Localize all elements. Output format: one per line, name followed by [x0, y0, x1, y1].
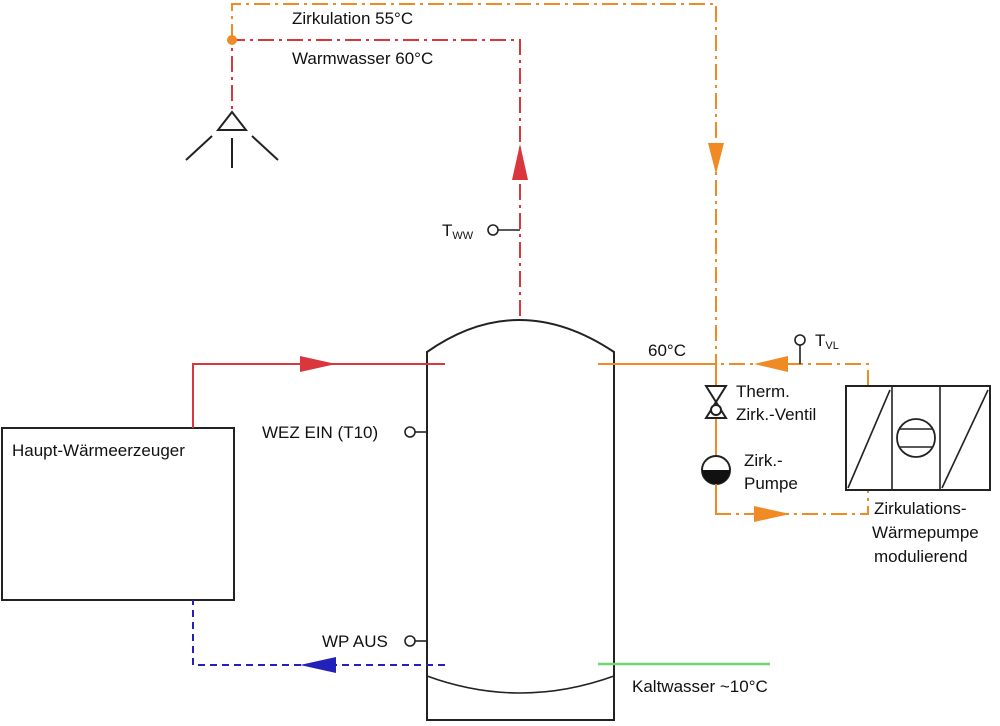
temp-60-label: 60°C: [648, 341, 686, 360]
heat-pump-label-2: Wärmepumpe: [872, 523, 979, 542]
heat-pump-label-3: modulierend: [874, 547, 968, 566]
pump-label-2: Pumpe: [744, 474, 798, 493]
heat-pump-feed-line: [715, 484, 869, 515]
heat-pump-arrow-right: [754, 506, 790, 522]
circulation-label: Zirkulation 55°C: [292, 9, 413, 28]
t-vl-label: TVL: [815, 331, 839, 352]
cold-water-label: Kaltwasser ~10°C: [632, 677, 768, 696]
temperature-sensor-vl: TVL: [794, 331, 839, 364]
circulation-arrow-down: [708, 143, 724, 174]
heat-pump-arrow-left: [754, 356, 788, 372]
hot-water-line: [231, 39, 521, 316]
t-ww-label: TWW: [442, 221, 474, 242]
valve-label-1: Therm.: [736, 382, 790, 401]
tee-junction: [227, 35, 237, 45]
circulation-heat-pump: [845, 385, 991, 491]
heat-generator-label: Haupt-Wärmeerzeuger: [12, 441, 185, 460]
heat-generator-box: [1, 427, 235, 601]
hot-water-label: Warmwasser 60°C: [292, 49, 433, 68]
shower-icon: [185, 110, 279, 168]
generator-flow-line: [192, 363, 445, 428]
sensor-wez-ein: [404, 426, 427, 438]
circulation-line: [231, 3, 717, 364]
wp-aus-label: WP AUS: [322, 632, 388, 651]
storage-tank: [426, 319, 615, 721]
fan-icon: [896, 418, 936, 458]
valve-label-2: Zirk.-Ventil: [736, 405, 816, 424]
sensor-wp-aus: [404, 635, 427, 647]
heat-pump-label-1: Zirkulations-: [874, 499, 967, 518]
flow-arrow-right: [300, 356, 336, 372]
temperature-sensor-ww: TWW: [442, 221, 520, 242]
wez-ein-label: WEZ EIN (T10): [262, 423, 378, 442]
return-line: [192, 600, 445, 666]
hot-water-arrow-up: [512, 144, 528, 180]
storage-tank-bottom-dome: [426, 675, 615, 694]
circulation-pump-icon: [701, 455, 731, 485]
pump-label-1: Zirk.-: [744, 451, 783, 470]
return-arrow-left: [300, 657, 336, 673]
thermostatic-valve-icon: [704, 385, 728, 419]
